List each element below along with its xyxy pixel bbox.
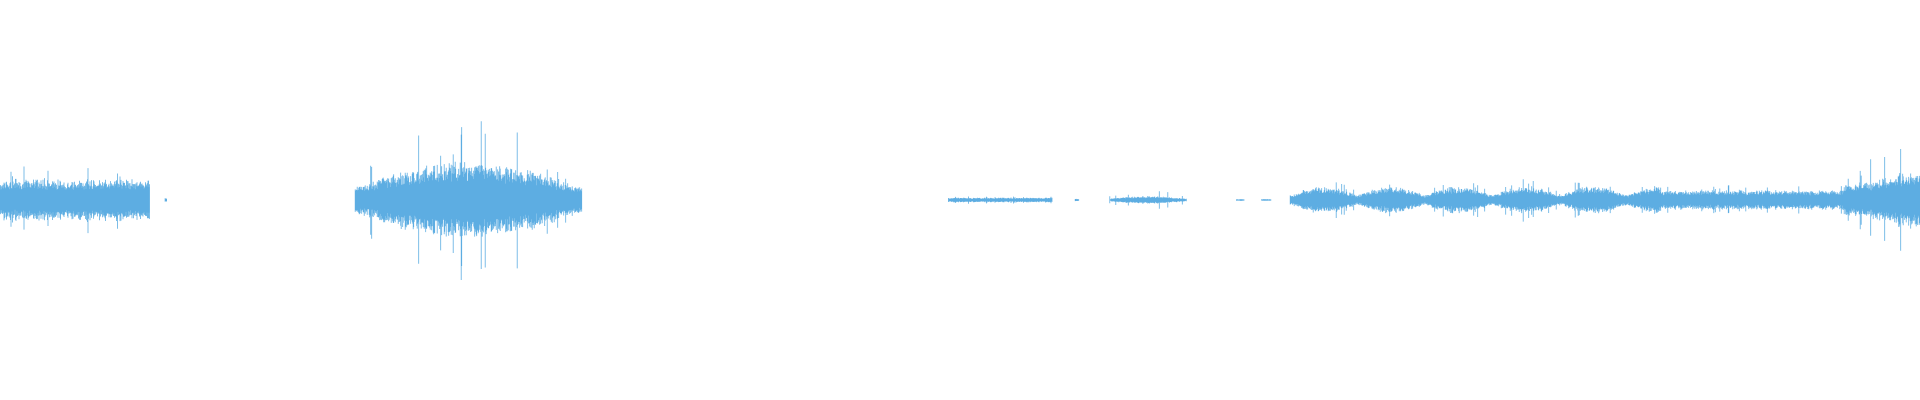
waveform-segment [1261,199,1272,201]
waveform-segment [1289,179,1662,222]
waveform-segment [164,198,167,202]
waveform-segment [354,121,583,280]
waveform-signal [0,121,1920,280]
waveform-segment [1236,199,1245,201]
waveform-segment [1842,149,1920,251]
waveform-segment [1109,191,1187,209]
waveform-segment [1074,198,1080,202]
waveform-segment [1660,185,1844,214]
waveform-segment [948,196,1053,204]
waveform-segment [0,166,150,234]
